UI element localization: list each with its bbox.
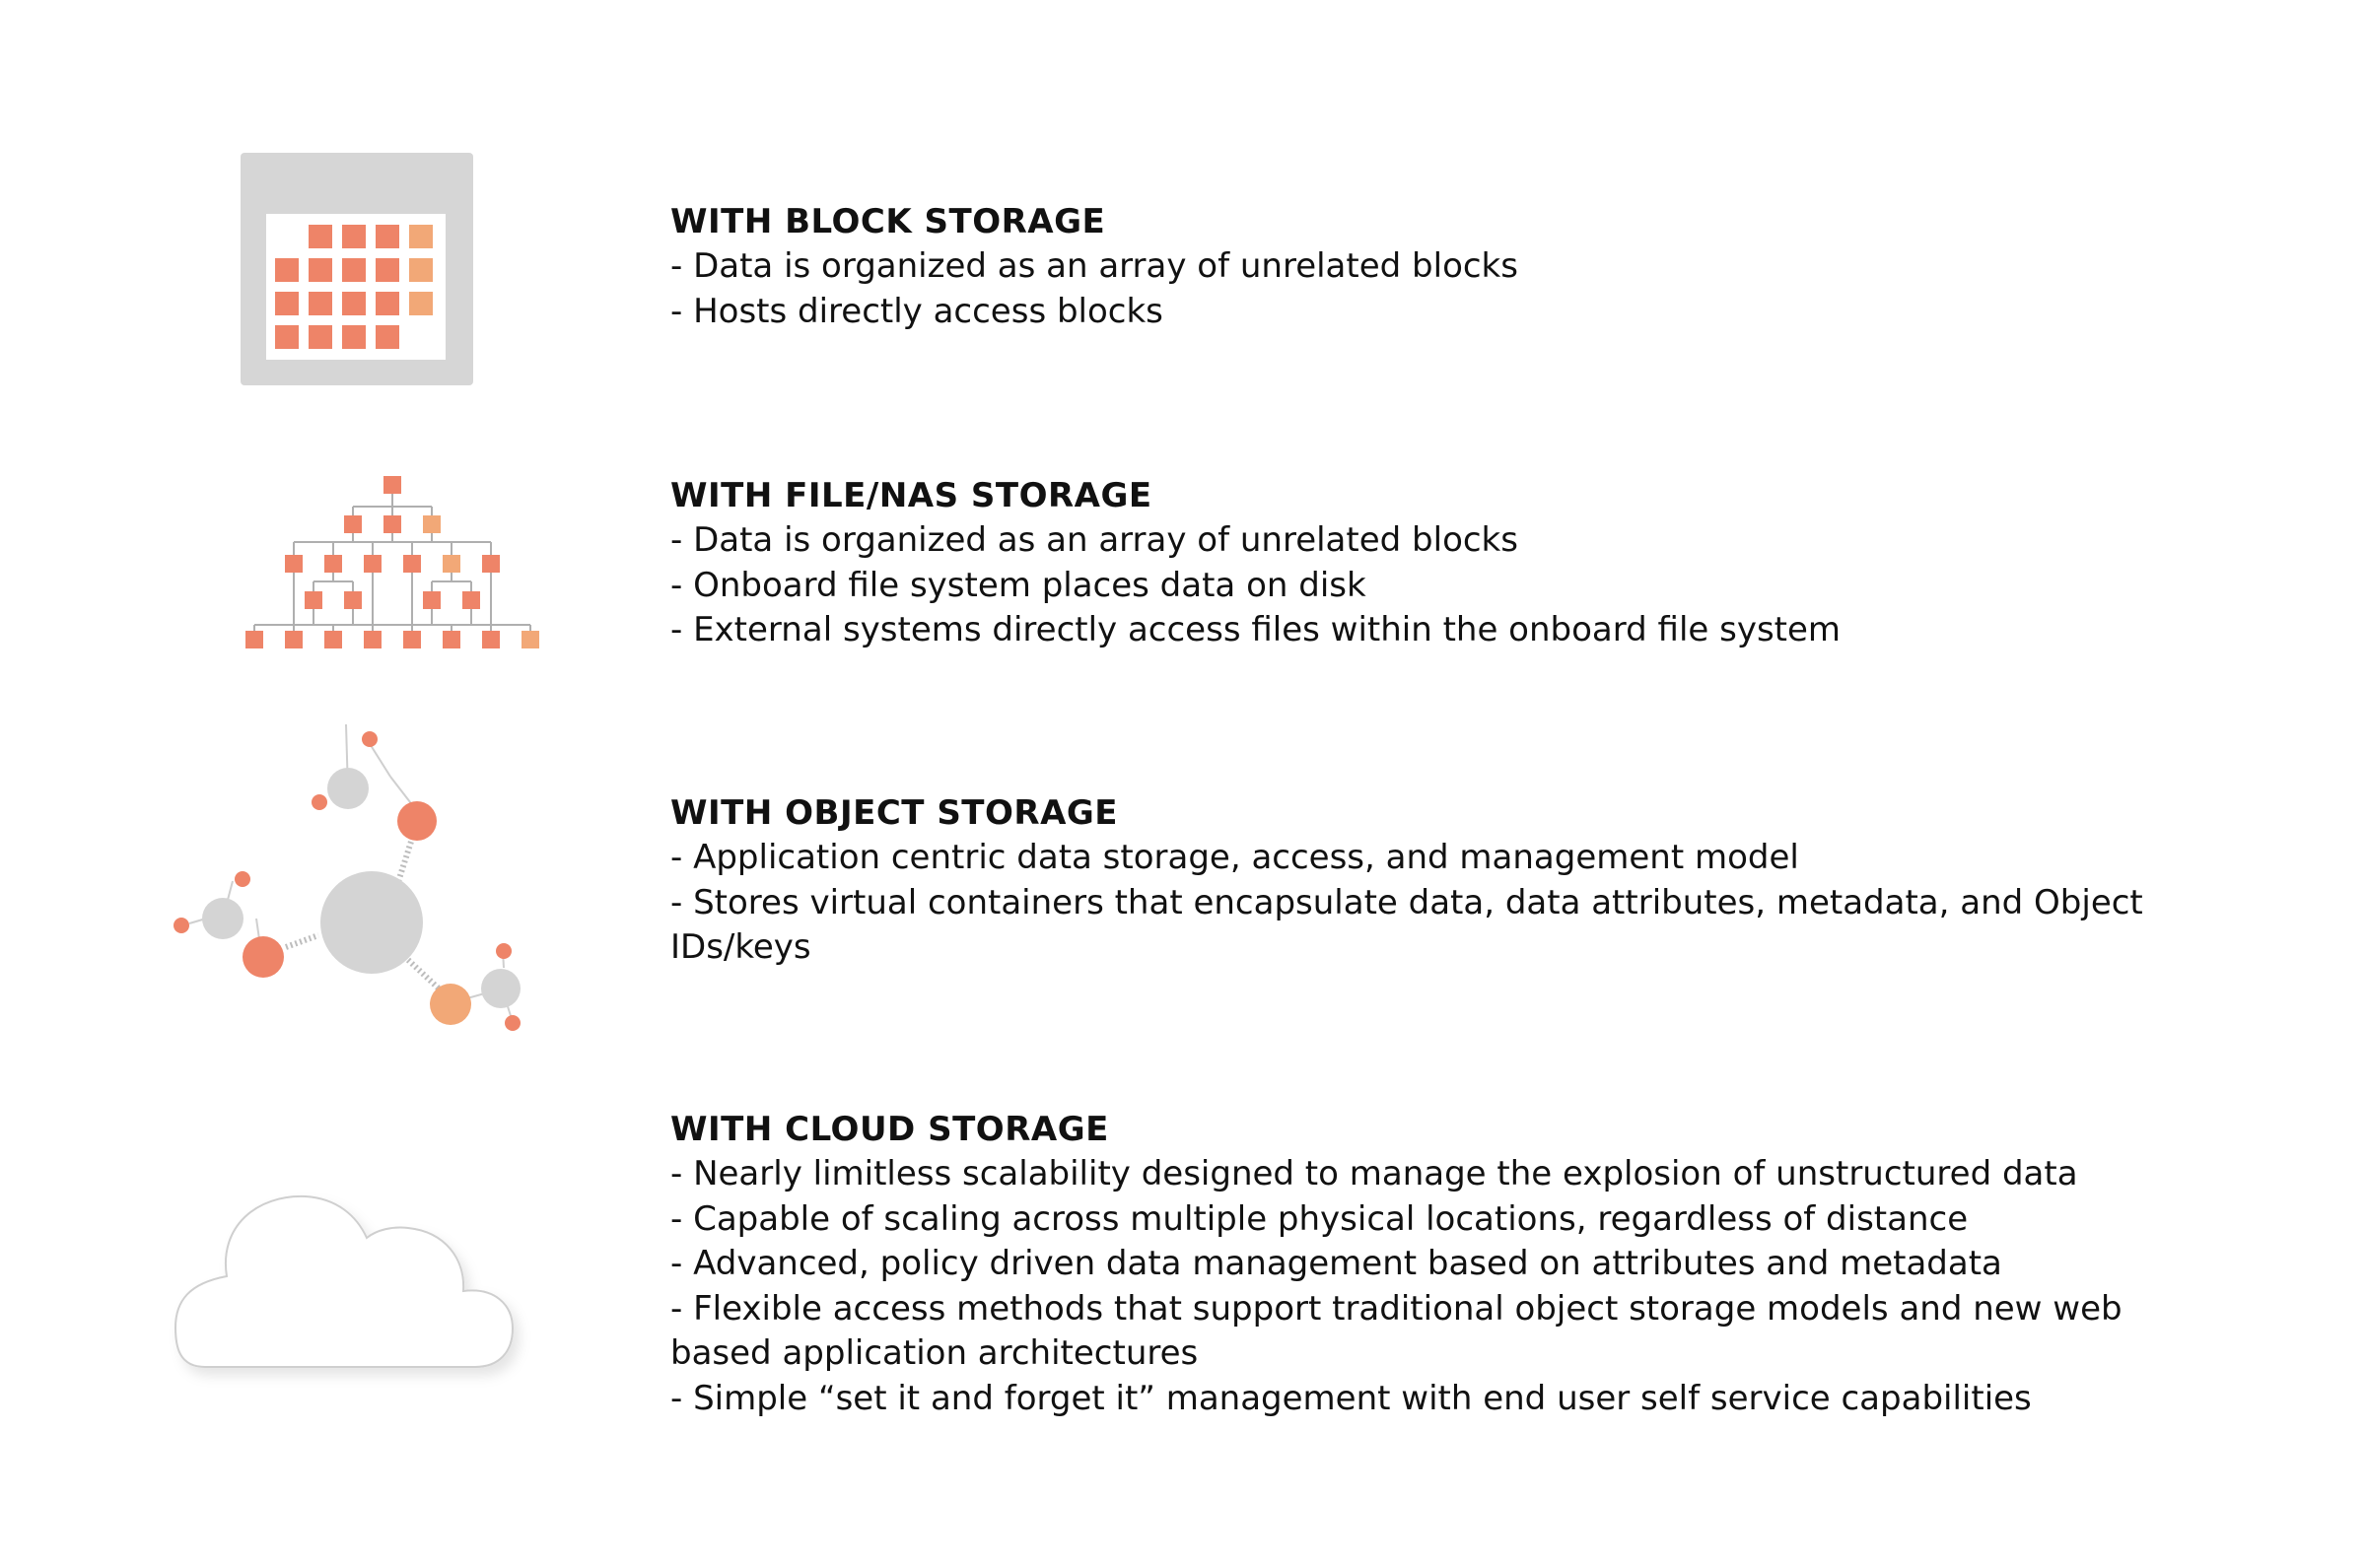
cloud-storage-heading: WITH CLOUD STORAGE: [670, 1110, 1109, 1149]
molecule-node: [202, 898, 244, 939]
molecule-node: [174, 918, 189, 933]
list-item: - Data is organized as an array of unrel…: [670, 246, 1518, 286]
block-cell: [342, 225, 366, 248]
tree-node: [364, 555, 382, 573]
tree-node: [522, 631, 539, 648]
tree-node: [443, 555, 460, 573]
tree-node: [383, 476, 401, 494]
list-item: - Nearly limitless scalability designed …: [670, 1154, 2078, 1193]
block-cell: [376, 258, 399, 282]
list-item: - Advanced, policy driven data managemen…: [670, 1244, 2002, 1283]
tree-node: [285, 631, 303, 648]
block-cell: [309, 292, 332, 315]
cloud-storage-bullets: - Nearly limitless scalability designed …: [670, 1152, 2208, 1421]
tree-node: [364, 631, 382, 648]
list-item: - Flexible access methods that support t…: [670, 1288, 2122, 1374]
molecule-node: [235, 871, 250, 887]
tree-node: [324, 555, 342, 573]
block-cell: [342, 258, 366, 282]
object-storage-heading: WITH OBJECT STORAGE: [670, 793, 1119, 833]
file-nas-storage-bullets: - Data is organized as an array of unrel…: [670, 518, 2208, 653]
block-cell: [376, 292, 399, 315]
block-storage-heading: WITH BLOCK STORAGE: [670, 202, 1106, 241]
tree-node: [324, 631, 342, 648]
list-item: - Hosts directly access blocks: [670, 291, 1163, 331]
object-storage-bullets: - Application centric data storage, acce…: [670, 836, 2208, 971]
object-molecule-network-icon: [174, 723, 521, 1031]
block-cell: [376, 325, 399, 349]
block-storage-grid-icon: [241, 153, 473, 385]
block-cell: [275, 325, 299, 349]
tree-node: [482, 631, 500, 648]
tree-node: [344, 515, 362, 533]
tree-node: [305, 591, 322, 609]
tree-node: [462, 591, 480, 609]
block-cell: [409, 292, 433, 315]
list-item: - Data is organized as an array of unrel…: [670, 520, 1518, 560]
tree-node: [423, 515, 441, 533]
molecule-node: [505, 1015, 521, 1031]
molecule-node: [481, 969, 521, 1008]
block-cell: [309, 225, 332, 248]
list-item: - Stores virtual containers that encapsu…: [670, 882, 2143, 968]
molecule-node: [496, 943, 512, 959]
tree-node: [245, 631, 263, 648]
list-item: - Simple “set it and forget it” manageme…: [670, 1378, 2032, 1418]
tree-node: [403, 631, 421, 648]
molecule-node: [243, 936, 284, 978]
molecule-node: [397, 801, 437, 841]
cloud-icon: [174, 1194, 515, 1368]
block-cell: [409, 225, 433, 248]
block-cell: [376, 225, 399, 248]
block-cell: [309, 258, 332, 282]
block-cell: [409, 258, 433, 282]
block-cell: [342, 325, 366, 349]
list-item: - External systems directly access files…: [670, 610, 1842, 649]
file-nas-storage-heading: WITH FILE/NAS STORAGE: [670, 476, 1152, 515]
molecule-node: [312, 794, 327, 810]
file-tree-hierarchy-icon: [245, 476, 539, 648]
tree-node: [344, 591, 362, 609]
block-storage-bullets: - Data is organized as an array of unrel…: [670, 244, 2208, 334]
tree-node: [423, 591, 441, 609]
list-item: - Application centric data storage, acce…: [670, 838, 1799, 877]
tree-node: [443, 631, 460, 648]
molecule-node: [327, 768, 369, 809]
molecule-node: [362, 731, 378, 747]
block-cell: [309, 325, 332, 349]
molecule-node: [430, 984, 471, 1025]
block-cell: [275, 292, 299, 315]
tree-node: [383, 515, 401, 533]
block-cell: [342, 292, 366, 315]
molecule-node: [320, 871, 423, 974]
tree-node: [482, 555, 500, 573]
block-cell: [275, 258, 299, 282]
list-item: - Capable of scaling across multiple phy…: [670, 1198, 1969, 1239]
list-item: - Onboard file system places data on dis…: [670, 565, 1366, 605]
tree-node: [403, 555, 421, 573]
tree-node: [285, 555, 303, 573]
